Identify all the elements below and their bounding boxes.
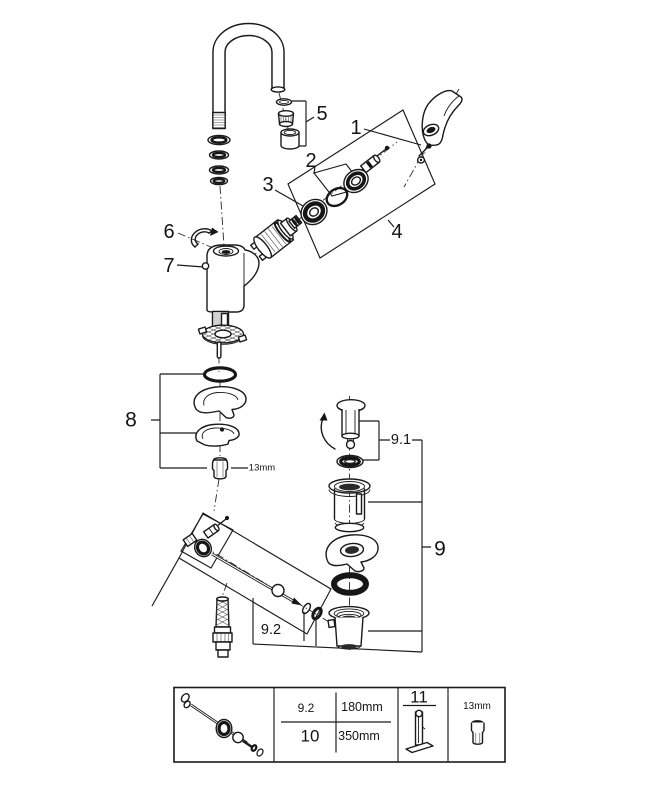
mounting-clamp-drawing [195, 423, 240, 447]
part-label-1: 1 [350, 117, 362, 139]
part-label-3: 3 [262, 174, 274, 196]
leader-1 [363, 128, 422, 146]
part-label-2: 2 [305, 150, 317, 172]
mounting-o-ring-drawing [202, 366, 238, 383]
pull-rod-drawing [211, 552, 302, 606]
adapter-drawing [360, 154, 381, 174]
table-tool-label-11: 11 [410, 687, 428, 707]
rod-seal-rings-drawing [301, 602, 323, 621]
mounting-escutcheon-drawing [193, 386, 247, 419]
table-key-size-13mm: 13mm [463, 701, 491, 712]
table-length-180mm: 180mm [341, 699, 383, 714]
dome-ring-drawing [343, 168, 369, 194]
spout-drawing [212, 22, 286, 130]
handle-screw-drawing [416, 143, 432, 164]
nut-size-annotation: 13mm [248, 462, 276, 474]
leader-2 [313, 165, 316, 175]
leader-7 [176, 264, 205, 268]
part-label-5: 5 [316, 103, 328, 125]
bracket-8 [151, 373, 207, 469]
drain-o-ring-drawing [331, 572, 369, 596]
pop-up-plug-drawing [319, 399, 366, 450]
o-ring-oval-drawing [325, 186, 349, 208]
faucet-body-drawing [201, 244, 260, 313]
bracket-9-1 [358, 420, 422, 461]
part-label-8: 8 [125, 408, 137, 432]
cartridge-drawing [250, 214, 303, 261]
supply-hose-drawing [212, 596, 233, 658]
part-label-9-2: 9.2 [260, 621, 282, 638]
table-length-350mm: 350mm [338, 728, 380, 743]
linkage-fittings-drawing [182, 515, 230, 558]
base-washer-drawing [197, 324, 248, 359]
group-9-2-inner-outline [180, 513, 234, 569]
group-9-2-outline [178, 512, 332, 635]
retaining-clip-drawing [190, 227, 219, 248]
part-label-7: 7 [163, 255, 175, 277]
leader-3 [274, 189, 304, 207]
cartridge-screw-drawing [376, 145, 390, 157]
drain-cup-drawing [327, 605, 370, 650]
aerator-key-table-drawing [470, 720, 485, 745]
table-part-10: 10 [300, 726, 320, 746]
plug-seal-ring-drawing [336, 454, 364, 469]
part-label-9: 9 [434, 537, 446, 561]
bracket-9-2-drops [252, 598, 317, 646]
spout-o-rings [207, 134, 231, 186]
reference-table [173, 686, 506, 763]
part-label-9-1: 9.1 [390, 431, 412, 448]
bracket-9 [252, 440, 431, 653]
pull-rod-table-drawing [180, 693, 264, 757]
aerator-group-drawing [275, 98, 300, 150]
escutcheon-ring-drawing [300, 198, 328, 226]
drain-body-drawing [328, 478, 371, 533]
part-label-6: 6 [163, 221, 175, 243]
group-9-2-extension-line [151, 557, 180, 607]
mounting-nut-drawing [211, 457, 229, 480]
bracket-5 [292, 100, 315, 147]
part-label-4: 4 [391, 221, 403, 243]
table-part-9-2: 9.2 [297, 701, 315, 715]
drain-escutcheon-drawing [325, 534, 379, 573]
group-outlines-and-leaders [151, 100, 436, 653]
mounting-pin-table-drawing [405, 709, 434, 754]
leader-4 [387, 219, 395, 228]
lever-handle-drawing [421, 89, 463, 147]
